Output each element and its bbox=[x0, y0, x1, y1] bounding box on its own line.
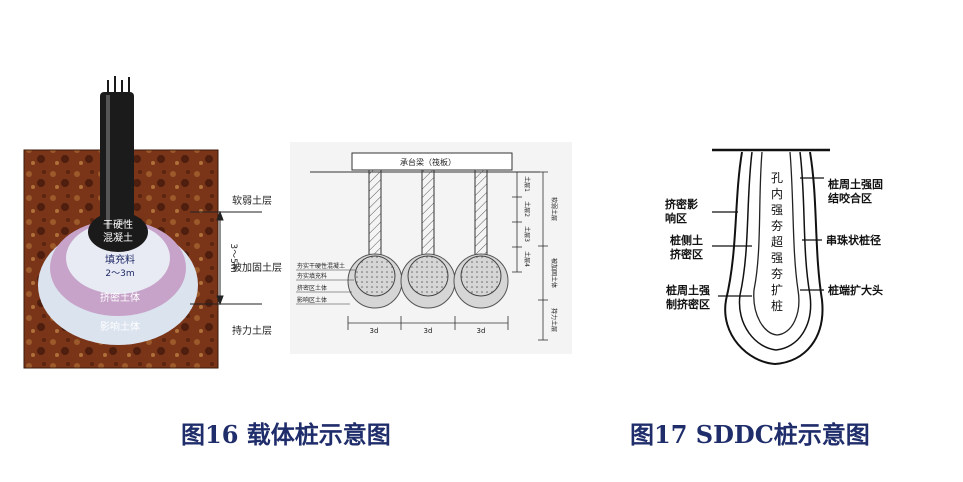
core-char-9: 桩 bbox=[771, 298, 783, 313]
core-char-2: 内 bbox=[771, 187, 783, 201]
layer-soft: 软弱土层 bbox=[232, 194, 272, 207]
mid-dim-2: 3d bbox=[424, 327, 433, 335]
rebar-ends bbox=[107, 76, 130, 94]
mid-pile-3 bbox=[453, 169, 509, 309]
f17-left-1b: 响区 bbox=[665, 211, 687, 225]
layer-bearing: 持力土层 bbox=[232, 324, 272, 337]
compact-label: 挤密土体 bbox=[100, 291, 140, 304]
figure-mid-diagram: 承台梁（筏板） 夯实干硬性混凝土 夯实填充料 挤密区土体 影响区土体 bbox=[290, 142, 572, 354]
core-char-8: 扩 bbox=[771, 283, 783, 297]
mid-label-concrete: 夯实干硬性混凝土 bbox=[297, 262, 345, 270]
inner-zone-outline bbox=[753, 151, 800, 336]
f17-right-3: 桩端扩大头 bbox=[828, 283, 883, 297]
side-depth-label: 3～5m bbox=[228, 243, 238, 272]
mid-outer-soft: 软弱土层 bbox=[550, 197, 558, 221]
mid-label-compact: 挤密区土体 bbox=[297, 284, 327, 292]
fig16-dimension-lines bbox=[190, 210, 262, 306]
fill-label: 填充料 bbox=[105, 253, 135, 266]
mid-right-dims bbox=[512, 171, 548, 341]
core-label-1: 干硬性 bbox=[103, 218, 133, 231]
core-char-3: 强 bbox=[771, 203, 783, 217]
mid-dim-3: 3d bbox=[477, 327, 486, 335]
mid-layer-2: 土层2 bbox=[523, 201, 531, 217]
f17-left-2b: 挤密区 bbox=[670, 247, 703, 261]
mid-layer-4: 土层4 bbox=[523, 251, 531, 267]
cap-beam-label: 承台梁（筏板） bbox=[400, 157, 456, 167]
f17-right-1b: 结咬合区 bbox=[827, 191, 872, 205]
core-char-7: 夯 bbox=[771, 267, 783, 281]
core-label-2: 混凝土 bbox=[103, 231, 133, 244]
figure16-caption: 图16 载体桩示意图 bbox=[181, 420, 391, 449]
influence-label: 影响土体 bbox=[100, 320, 140, 333]
figure16-diagram: 干硬性 混凝土 填充料 2～3m 挤密土体 影响土体 3～5m 软弱土层 被加固… bbox=[23, 76, 282, 369]
f17-right-2: 串珠状桩径 bbox=[826, 233, 881, 247]
mid-bottom-dims bbox=[347, 316, 509, 330]
core-char-1: 孔 bbox=[771, 171, 783, 185]
mid-pile-2 bbox=[400, 169, 456, 309]
f17-left-2a: 桩侧土 bbox=[670, 233, 703, 247]
mid-dim-1: 3d bbox=[370, 327, 379, 335]
layer-reinforced: 被加固土层 bbox=[232, 261, 282, 274]
f17-left-3a: 桩周土强 bbox=[666, 283, 710, 297]
figure17-diagram: 孔 内 强 夯 超 强 夯 扩 桩 挤密影 响区 桩侧土 挤密区 桩周土强 制挤… bbox=[665, 148, 883, 366]
fill-depth-label: 2～3m bbox=[105, 269, 134, 279]
core-char-6: 强 bbox=[771, 251, 783, 265]
f17-right-1a: 桩周土强固 bbox=[828, 177, 883, 191]
middle-zone-outline bbox=[738, 151, 812, 351]
fig17-leaders bbox=[712, 177, 824, 297]
f17-left-3b: 制挤密区 bbox=[666, 297, 710, 311]
mid-outer-reinforced: 被加固土体 bbox=[550, 258, 558, 288]
mid-leaders bbox=[296, 269, 356, 305]
pile-shaft bbox=[100, 92, 134, 232]
mid-label-influence: 影响区土体 bbox=[297, 296, 327, 304]
core-char-5: 超 bbox=[771, 234, 783, 249]
f17-left-1a: 挤密影 bbox=[665, 197, 698, 211]
mid-layer-1: 土层1 bbox=[523, 176, 531, 192]
mid-outer-bearing: 持力土层 bbox=[550, 308, 558, 332]
core-char-4: 夯 bbox=[771, 219, 783, 233]
mid-pile-1 bbox=[347, 169, 403, 309]
mid-label-filler: 夯实填充料 bbox=[297, 272, 327, 280]
mid-layer-3: 土层3 bbox=[523, 226, 531, 242]
figure17-caption: 图17 SDDC桩示意图 bbox=[630, 420, 870, 449]
